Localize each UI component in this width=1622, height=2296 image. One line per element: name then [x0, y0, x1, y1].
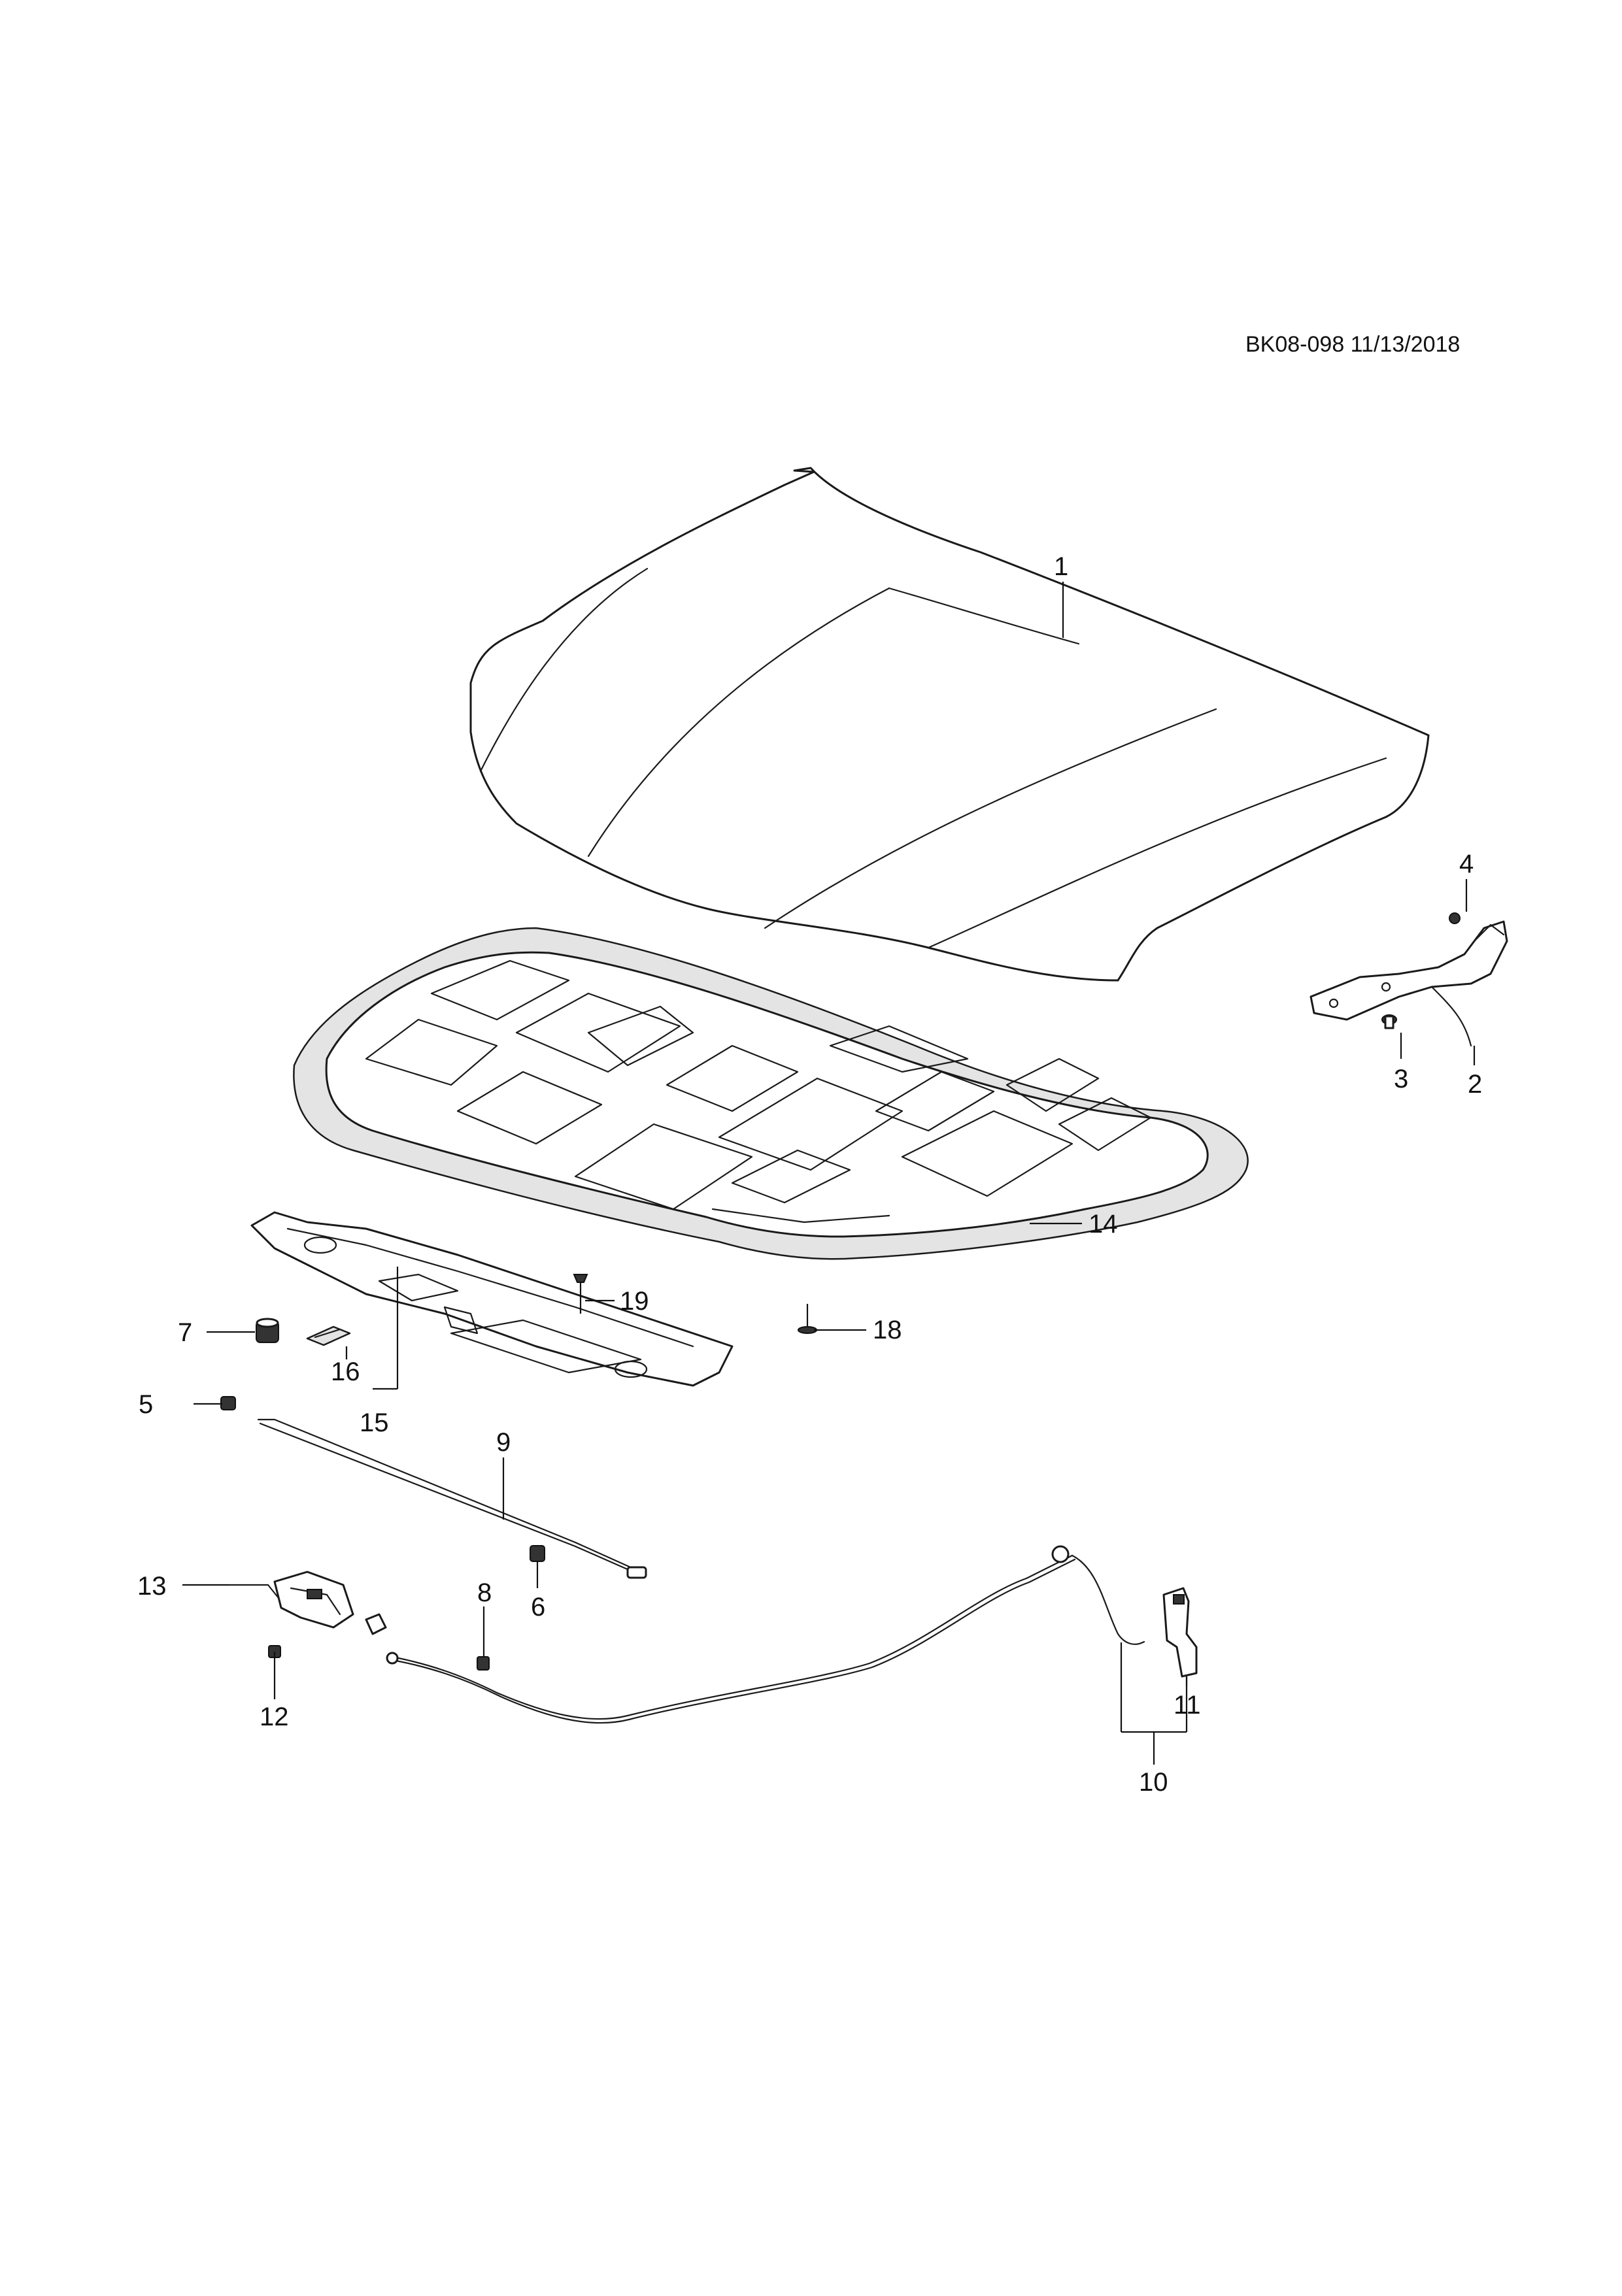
callout-5: 5: [139, 1390, 153, 1419]
callout-3: 3: [1394, 1065, 1408, 1093]
hinge-bolt-3: [1381, 1014, 1397, 1029]
push-pin-19: [573, 1274, 588, 1314]
fastener-5: [220, 1396, 236, 1410]
callout-4: 4: [1459, 850, 1474, 878]
callout-12: 12: [260, 1703, 289, 1731]
callout-6: 6: [531, 1593, 545, 1622]
bump-stop-7: [256, 1318, 279, 1343]
hood-latch: [228, 1571, 387, 1635]
callout-14: 14: [1089, 1210, 1118, 1239]
hood-hinge: [1309, 920, 1508, 1047]
document-id: BK08-098 11/13/2018: [1245, 332, 1461, 357]
push-pin-18: [798, 1304, 817, 1334]
callout-9: 9: [496, 1428, 511, 1457]
callout-10: 10: [1139, 1768, 1168, 1797]
callout-18: 18: [873, 1316, 902, 1344]
callout-13: 13: [137, 1572, 167, 1601]
hood-panel: [469, 467, 1430, 982]
hood-insulator-pad: [293, 927, 1249, 1260]
hood-front-deflector: [250, 1211, 734, 1387]
callout-11: 11: [1174, 1691, 1201, 1720]
callout-16: 16: [331, 1357, 360, 1386]
hood-release-cable: [386, 1545, 1145, 1724]
callout-1: 1: [1054, 552, 1068, 581]
leader-lines: [182, 582, 1476, 1765]
callout-15: 15: [360, 1408, 389, 1437]
hood-release-handle: [1162, 1587, 1198, 1678]
bump-stop-6: [530, 1545, 545, 1575]
callout-19: 19: [620, 1287, 649, 1316]
clip-8: [477, 1656, 490, 1671]
callout-2: 2: [1468, 1070, 1482, 1099]
callout-7: 7: [178, 1318, 192, 1347]
hinge-bolt-4: [1449, 912, 1461, 924]
hood-prop-rod: [257, 1418, 647, 1579]
callout-labels: 1 2 3 4 5 6 7 8 9 10 11 12 13 14 15 16 1…: [137, 552, 1482, 1797]
clip-16: [306, 1325, 351, 1346]
callout-8: 8: [477, 1578, 492, 1607]
